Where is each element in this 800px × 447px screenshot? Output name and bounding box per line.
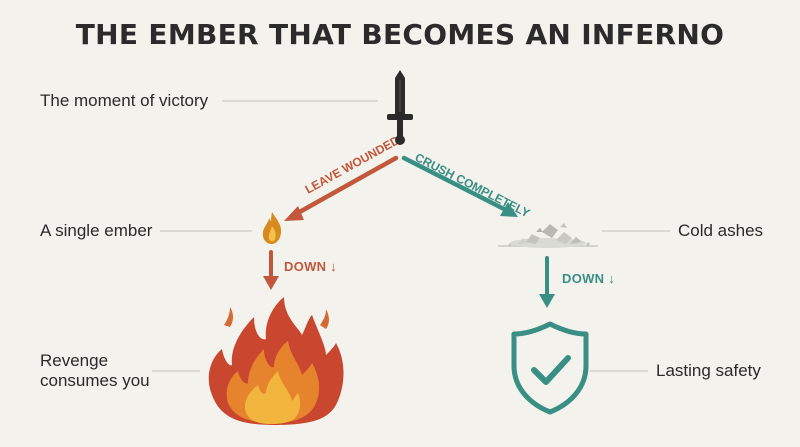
sword-icon bbox=[387, 70, 413, 145]
right-down-arrow bbox=[539, 256, 555, 308]
label-ashes: Cold ashes bbox=[678, 221, 764, 240]
label-revenge-line2: consumes you bbox=[40, 371, 150, 390]
left-down-arrow bbox=[263, 250, 279, 290]
label-safety: Lasting safety bbox=[656, 361, 761, 380]
label-ember: A single ember bbox=[40, 221, 153, 240]
down-label-left: DOWN ↓ bbox=[284, 259, 338, 274]
right-branch-label: CRUSH COMPLETELY bbox=[413, 150, 532, 220]
diagram-title: THE EMBER THAT BECOMES AN INFERNO bbox=[75, 18, 725, 51]
shield-check-icon bbox=[511, 321, 589, 415]
right-branch-arrow bbox=[401, 155, 518, 217]
ash-pile-icon bbox=[498, 223, 598, 248]
ember-flame-icon bbox=[262, 212, 282, 244]
label-moment: The moment of victory bbox=[40, 91, 209, 110]
inferno-fire-icon bbox=[208, 297, 344, 425]
down-label-right: DOWN ↓ bbox=[562, 271, 616, 286]
label-revenge-line1: Revenge bbox=[40, 351, 109, 370]
left-branch-arrow bbox=[284, 155, 399, 221]
